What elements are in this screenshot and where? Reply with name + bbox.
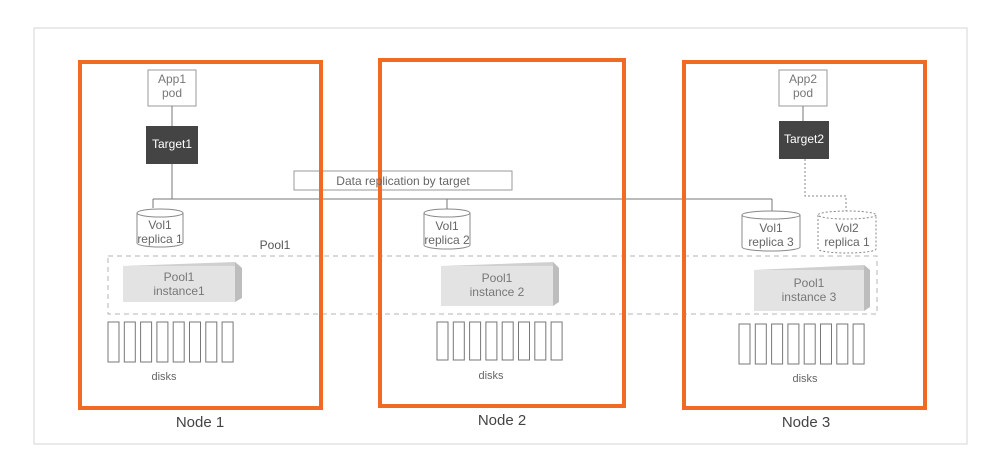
disk (820, 323, 832, 365)
vol2-replica1-replica: replica 1 (824, 235, 870, 250)
vol2-replica1-cylinder (817, 210, 877, 254)
vol1-replica1-replica: replica 1 (137, 232, 183, 247)
replication-label: Data replication by target (336, 174, 470, 188)
replication-label-box (293, 170, 513, 191)
outer-frame (33, 27, 968, 445)
vol1-replica1-cylinder (136, 208, 184, 248)
pool1-instance1-name: Pool1 (163, 270, 195, 284)
app1-pod-name: App1 (157, 72, 187, 86)
pool1-instance1-instance: instance1 (153, 284, 205, 299)
disks-label-node1: disks (151, 371, 177, 383)
pool1-instance2-label: Pool1 instance 2 (441, 271, 553, 300)
target2-vol2-link (804, 159, 847, 211)
target1-box (146, 126, 198, 164)
disk (469, 321, 482, 361)
disk (156, 321, 169, 363)
disk (803, 323, 816, 365)
pool1-instance2-instance: instance 2 (469, 285, 525, 300)
node1-border (78, 60, 323, 410)
vol1-replica3-label: Vol1 replica 3 (736, 221, 806, 250)
target2-label: Target2 (783, 132, 825, 146)
disk (107, 321, 120, 363)
pool1-instance2-slab (441, 262, 559, 306)
vol1-replica3-name: Vol1 (759, 221, 783, 235)
vol2-replica1-name: Vol2 (835, 221, 859, 235)
disk (518, 321, 530, 361)
disks-node3 (738, 323, 865, 365)
disk (436, 321, 449, 361)
pool-label: Pool1 (259, 238, 291, 252)
target1-label: Target1 (151, 137, 193, 151)
node3-border (682, 60, 927, 410)
disk (852, 323, 865, 365)
app1-pod-box (147, 69, 197, 107)
disk (172, 321, 185, 363)
vol1-replica1-label: Vol1 replica 1 (127, 218, 193, 247)
app1-pod-label: App1 pod (148, 72, 196, 101)
disk (550, 321, 563, 361)
pool1-instance3-instance: instance 3 (781, 290, 837, 305)
disks-node2 (436, 321, 563, 361)
pool1-instance3-name: Pool1 (793, 276, 825, 290)
disk (221, 321, 234, 363)
vol1-replica2-cylinder (423, 208, 471, 250)
app2-pod-label: App2 pod (779, 72, 827, 101)
app2-pod-name: App2 (788, 72, 818, 86)
disk (485, 321, 498, 361)
node2-label: Node 2 (477, 412, 527, 429)
disks-label-node3: disks (792, 373, 818, 385)
disk (771, 323, 784, 365)
disk (189, 321, 201, 363)
disk (452, 321, 465, 361)
vol1-replica2-replica: replica 2 (424, 233, 470, 248)
vol1-replica2-label: Vol1 replica 2 (414, 219, 480, 248)
node2-border (378, 58, 626, 408)
disk (501, 321, 514, 361)
pool1-instance1-slab (123, 262, 242, 302)
disks-node1 (107, 321, 234, 363)
vol2-replica1-label: Vol2 replica 1 (812, 221, 882, 250)
node3-label: Node 3 (781, 414, 831, 431)
disks-label-node2: disks (478, 370, 504, 382)
pool1-instance2-name: Pool1 (481, 271, 513, 285)
pool1-instance3-slab (754, 265, 870, 311)
target2-box (779, 121, 829, 159)
pool1-instance3-label: Pool1 instance 3 (754, 276, 864, 305)
disk (140, 321, 153, 363)
vol1-replica3-cylinder (741, 210, 801, 252)
pool-region (107, 255, 878, 315)
vol1-replica2-name: Vol1 (435, 219, 459, 233)
disk (534, 321, 547, 361)
disk (123, 321, 136, 363)
pool1-instance1-label: Pool1 instance1 (123, 270, 235, 299)
disk (787, 323, 800, 365)
disk (836, 323, 849, 365)
vol1-replica1-name: Vol1 (148, 218, 172, 232)
app2-pod-kind: pod (792, 86, 814, 101)
app1-pod-kind: pod (161, 86, 183, 101)
disk (754, 323, 767, 365)
node1-label: Node 1 (175, 414, 225, 431)
disk (205, 321, 218, 363)
vol1-replica3-replica: replica 3 (748, 235, 794, 250)
disk (738, 323, 751, 365)
